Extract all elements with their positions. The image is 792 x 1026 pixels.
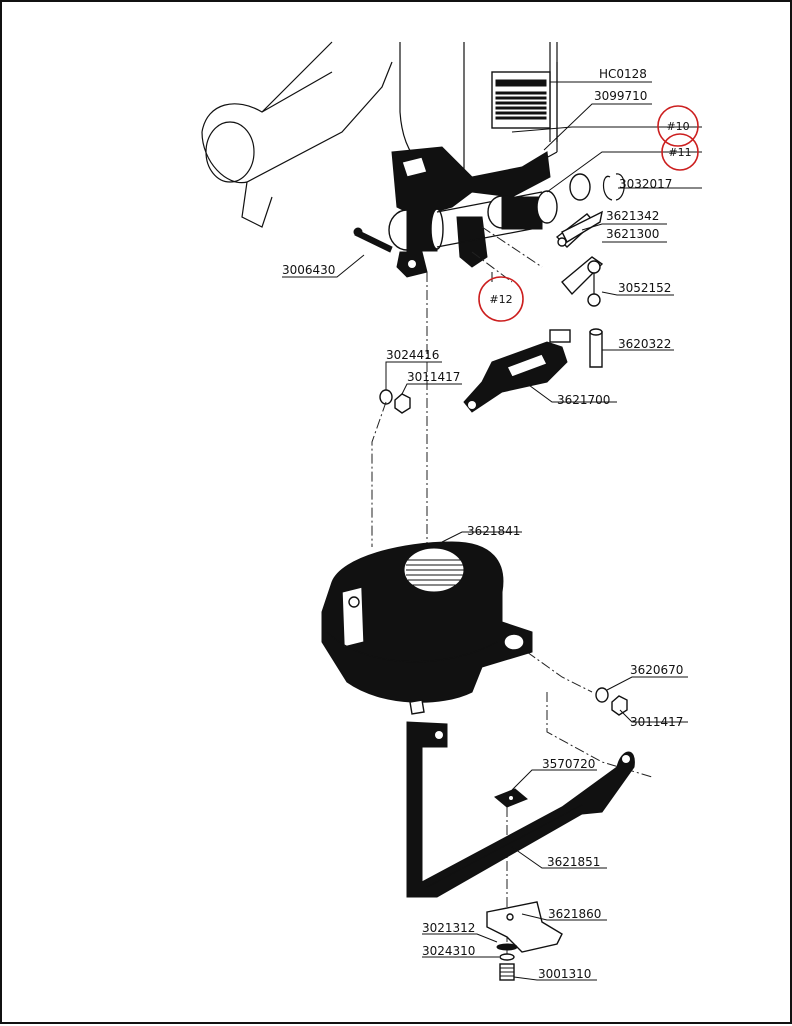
part-label-3621342: 3621342 [606, 209, 659, 223]
part-label-3052152: 3052152 [618, 281, 671, 295]
motor-housing-3621841 [321, 541, 533, 715]
vent-grille [406, 559, 464, 586]
part-label-3006430: 3006430 [282, 263, 335, 277]
washer-nut-upper [379, 389, 411, 414]
part-label-3620322: 3620322 [618, 337, 671, 351]
callout-12: #12 [478, 276, 524, 322]
mount-tab [396, 251, 428, 278]
callout-10: #10 [657, 105, 699, 147]
piston-cylinder-assembly [388, 173, 625, 252]
linkage-parts [555, 210, 604, 368]
part-label-3621700: 3621700 [557, 393, 610, 407]
part-label-3021312: 3021312 [422, 921, 475, 935]
part-label-3011417-lower: 3011417 [630, 715, 683, 729]
part-label-3570720: 3570720 [542, 757, 595, 771]
trigger-lever-3621700 [463, 329, 571, 413]
square-nut-3570720 [494, 788, 528, 808]
part-label-3024310: 3024310 [422, 944, 475, 958]
label-plate-hc0128 [491, 71, 551, 129]
callout-11-text: #11 [668, 146, 691, 159]
leader-lines [282, 81, 702, 981]
part-label-3099710: 3099710 [594, 89, 647, 103]
part-label-3621851: 3621851 [547, 855, 600, 869]
callout-10-text: #10 [666, 120, 689, 133]
part-label-3620670: 3620670 [630, 663, 683, 677]
part-label-3621860: 3621860 [548, 907, 601, 921]
callout-12-text: #12 [489, 293, 512, 306]
callout-11: #11 [661, 133, 699, 171]
part-label-hc0128: HC0128 [599, 67, 647, 81]
part-label-3001310: 3001310 [538, 967, 591, 981]
part-label-3024416: 3024416 [386, 348, 439, 362]
washer-nut-lower [595, 687, 628, 716]
part-label-3011417-upper: 3011417 [407, 370, 460, 384]
pin-3006430 [353, 227, 393, 253]
bracket-3621851 [406, 721, 635, 898]
foot-plate-3621860 [486, 901, 563, 953]
part-labels: HC0128 3099710 3032017 3621342 3621300 3… [282, 67, 683, 981]
part-label-3621300: 3621300 [606, 227, 659, 241]
part-label-3032017: 3032017 [619, 177, 672, 191]
screw-stack [496, 943, 518, 981]
part-label-3621841: 3621841 [467, 524, 520, 538]
